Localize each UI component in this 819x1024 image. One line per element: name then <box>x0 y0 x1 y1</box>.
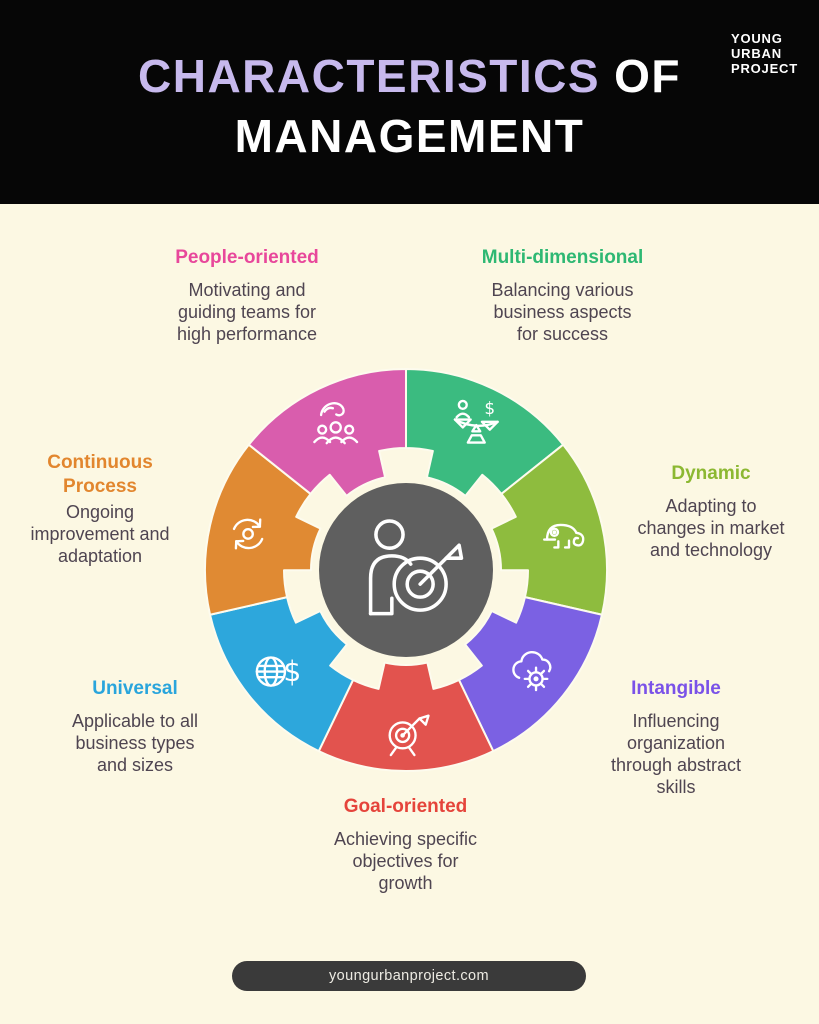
callout-multi-dimensional: Multi-dimensional Balancing various busi… <box>455 246 670 345</box>
wheel-segment-continuous-process <box>204 443 322 616</box>
brand-logo: YOUNG URBAN PROJECT <box>730 31 798 76</box>
callout-description: Influencing organization through abstrac… <box>610 711 742 797</box>
callout-intangible: Intangible Influencing organization thro… <box>576 677 776 798</box>
globe-dollar-icon <box>255 653 303 690</box>
callout-description: Applicable to all business types and siz… <box>71 711 199 775</box>
callout-title: Intangible <box>631 678 721 699</box>
callout-description: Adapting to changes in market and techno… <box>637 496 785 560</box>
management-wheel: $ <box>204 368 608 772</box>
wheel-segment-multi-dimensional <box>405 368 565 497</box>
callout-title: Dynamic <box>671 463 751 484</box>
callout-title: People-oriented <box>175 247 319 268</box>
callout-title: Goal-oriented <box>343 796 468 817</box>
wheel-segment-people-oriented <box>247 368 407 497</box>
callout-description: Balancing various business aspects for s… <box>491 280 634 344</box>
callout-goal-oriented: Goal-oriented Achieving specific objecti… <box>303 795 508 894</box>
callout-continuous-process: Continuous Process Ongoing improvement a… <box>5 451 195 567</box>
callout-dynamic: Dynamic Adapting to changes in market an… <box>616 462 806 561</box>
callout-people-oriented: People-oriented Motivating and guiding t… <box>147 246 347 345</box>
callout-title: Universal <box>92 678 178 699</box>
callout-description: Achieving specific objectives for growth <box>333 829 478 893</box>
wheel-segment-goal-oriented <box>317 661 495 772</box>
website-pill: youngurbanproject.com <box>232 961 586 991</box>
callout-description: Motivating and guiding teams for high pe… <box>176 280 318 344</box>
wheel-segment-universal <box>209 596 355 753</box>
website-url: youngurbanproject.com <box>329 968 489 984</box>
callout-title: Continuous Process <box>47 452 153 497</box>
title-accent: CHARACTERISTICS <box>138 50 601 102</box>
callout-universal: Universal Applicable to all business typ… <box>35 677 235 776</box>
title-of: OF <box>614 50 681 102</box>
callout-description: Ongoing improvement and adaptation <box>30 502 170 566</box>
wheel-center-circle <box>319 483 493 657</box>
title-line-2: MANAGEMENT <box>234 110 585 162</box>
callout-title: Multi-dimensional <box>481 247 644 268</box>
